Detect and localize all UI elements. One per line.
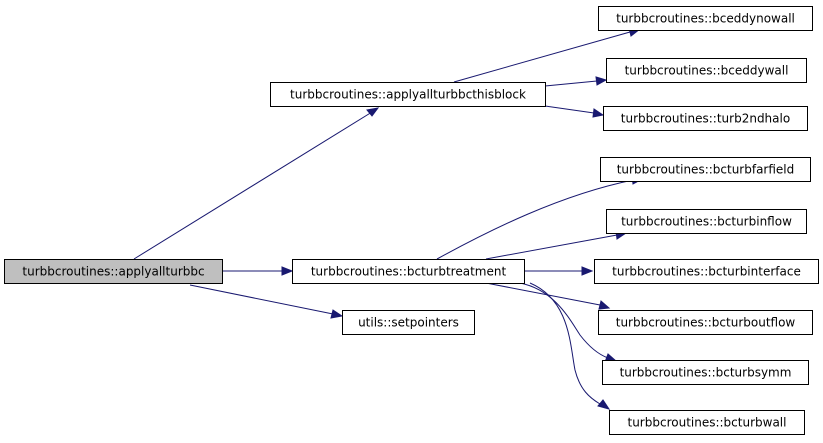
node-applythis[interactable]: turbbcroutines::applyallturbbcthisblock [270,82,546,107]
node-box-bcturbtreatment [292,259,525,284]
edge-applythis-turb2ndhalo [544,105,595,114]
node-label-bcturboutflow: turbbcroutines::bcturboutflow [616,316,796,330]
node-turb2ndhalo[interactable]: turbbcroutines::turb2ndhalo [603,106,808,131]
edge-applythis-bceddywall-arrowhead [595,76,608,86]
node-box-setpointers [342,310,475,335]
node-label-bcturbtreatment: turbbcroutines::bcturbtreatment [311,265,507,279]
edge-applythis-bceddynowall [453,31,631,83]
node-bceddywall[interactable]: turbbcroutines::bceddywall [606,58,807,83]
node-root: turbbcroutines::applyallturbbc [4,259,223,284]
node-label-bcturbwall: turbbcroutines::bcturbwall [628,416,787,430]
edge-applythis-turb2ndhalo-arrowhead [592,108,605,118]
edge-treatment-wall-arrowhead [597,399,611,410]
node-box-bcturbwall [609,410,805,435]
edge-treatment-wall [529,282,601,405]
edge-root-applythis [133,111,373,260]
edge-treatment-inflow [485,234,618,260]
node-label-bcturbfarfield: turbbcroutines::bcturbfarfield [617,163,795,177]
node-box-bceddywall [606,58,807,83]
edge-root-setpointers-arrowhead [330,309,344,319]
edge-treatment-outflow-arrowhead [598,300,611,310]
node-bcturbinflow[interactable]: turbbcroutines::bcturbinflow [606,209,807,234]
node-box-bcturboutflow [598,310,813,335]
node-box-bcturbinterface [594,259,819,284]
edge-root-setpointers [189,284,334,315]
node-label-root: turbbcroutines::applyallturbbc [22,265,204,279]
node-label-bcturbsymm: turbbcroutines::bcturbsymm [620,366,792,380]
node-label-applythis: turbbcroutines::applyallturbbcthisblock [290,88,526,102]
node-bcturbfarfield[interactable]: turbbcroutines::bcturbfarfield [600,157,811,182]
node-bcturboutflow[interactable]: turbbcroutines::bcturboutflow [598,310,813,335]
node-label-setpointers: utils::setpointers [358,316,459,330]
node-label-turb2ndhalo: turbbcroutines::turb2ndhalo [621,112,790,126]
node-label-bcturbinflow: turbbcroutines::bcturbinflow [621,215,792,229]
node-bcturbsymm[interactable]: turbbcroutines::bcturbsymm [602,360,809,385]
node-label-bceddywall: turbbcroutines::bceddywall [625,64,789,78]
node-box-bceddynowall [598,6,813,31]
node-bcturbinterface[interactable]: turbbcroutines::bcturbinterface [594,259,819,284]
node-box-root [4,259,223,284]
nodes: turbbcroutines::applyallturbbcturbbcrout… [4,6,819,435]
node-bceddynowall[interactable]: turbbcroutines::bceddynowall [598,6,813,31]
node-label-bcturbinterface: turbbcroutines::bcturbinterface [612,265,801,279]
edge-treatment-outflow [485,282,601,306]
node-box-applythis [270,82,546,107]
node-box-bcturbsymm [602,360,809,385]
node-bcturbwall[interactable]: turbbcroutines::bcturbwall [609,410,805,435]
node-box-bcturbfarfield [600,157,811,182]
edge-treatment-interface-arrowhead [581,266,594,276]
node-label-bceddynowall: turbbcroutines::bceddynowall [616,12,795,26]
edge-root-applythis-arrowhead [366,107,380,117]
node-box-turb2ndhalo [603,106,808,131]
node-bcturbtreatment[interactable]: turbbcroutines::bcturbtreatment [292,259,525,284]
edge-treatment-symm [519,282,609,359]
node-setpointers[interactable]: utils::setpointers [342,310,475,335]
edge-applythis-bceddywall [544,80,598,87]
node-box-bcturbinflow [606,209,807,234]
edge-treatment-farfield [436,179,634,260]
edge-root-bcturbtreatment-arrowhead [281,266,294,276]
